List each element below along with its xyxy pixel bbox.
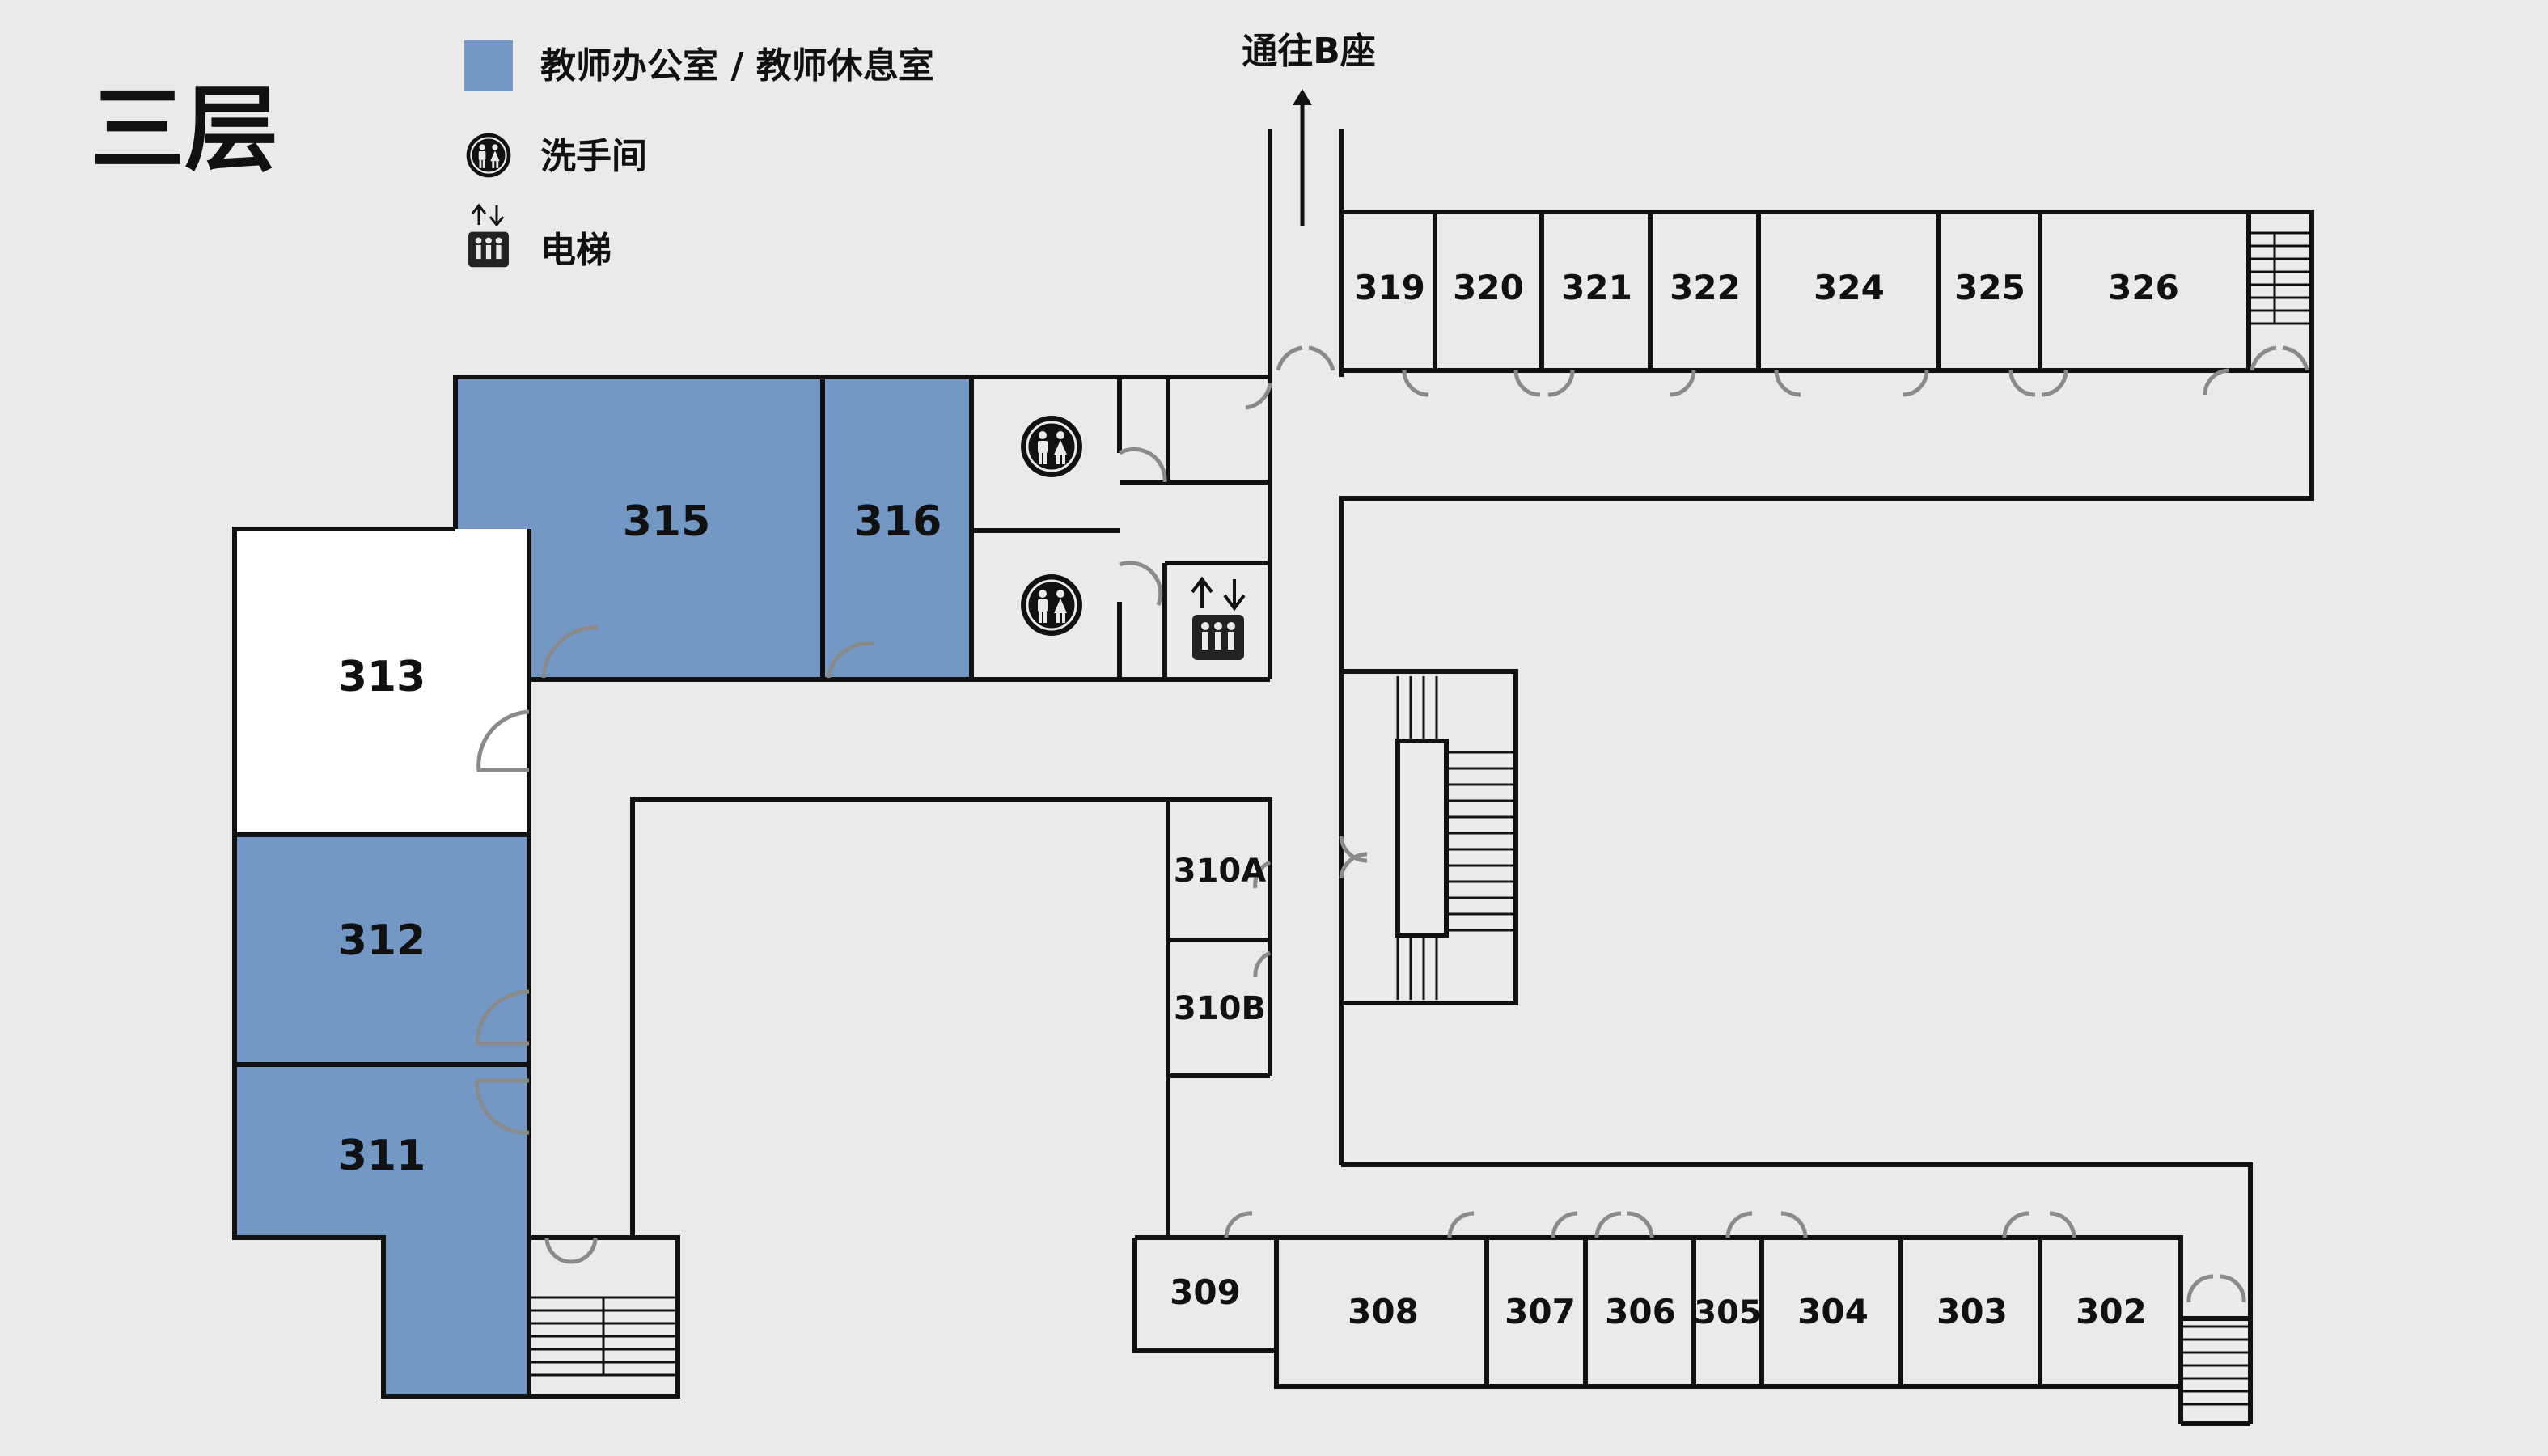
room-306[interactable]: 306 bbox=[1605, 1292, 1676, 1331]
arrow-up-icon bbox=[1293, 89, 1312, 226]
room-321[interactable]: 321 bbox=[1561, 268, 1632, 307]
room-307[interactable]: 307 bbox=[1505, 1292, 1576, 1331]
restroom-icon bbox=[465, 132, 512, 179]
room-316[interactable]: 316 bbox=[854, 497, 942, 546]
walls bbox=[232, 129, 2314, 1426]
room-324[interactable]: 324 bbox=[1814, 268, 1885, 307]
room-310b[interactable]: 310B bbox=[1174, 990, 1266, 1027]
legend-office-label: 教师办公室 / 教师休息室 bbox=[540, 45, 934, 87]
room-304[interactable]: 304 bbox=[1797, 1292, 1869, 1331]
room-305[interactable]: 305 bbox=[1694, 1294, 1762, 1331]
room-labels: 319 320 321 322 324 325 326 315 316 313 … bbox=[338, 268, 2179, 1331]
office-swatch bbox=[464, 40, 513, 91]
stair-central bbox=[1395, 676, 1514, 1000]
office-fills bbox=[235, 377, 971, 1396]
stair-sw bbox=[529, 1296, 678, 1377]
room-303[interactable]: 303 bbox=[1936, 1292, 2008, 1331]
elevator-icon bbox=[1191, 576, 1246, 660]
room-315[interactable]: 315 bbox=[623, 497, 711, 546]
legend-restroom-label: 洗手间 bbox=[540, 136, 647, 177]
exit-b-label: 通往B座 bbox=[1242, 31, 1376, 72]
room-308[interactable]: 308 bbox=[1348, 1292, 1419, 1331]
room-322[interactable]: 322 bbox=[1670, 268, 1741, 307]
room-302[interactable]: 302 bbox=[2076, 1292, 2147, 1331]
room-311[interactable]: 311 bbox=[338, 1132, 426, 1180]
room-310a[interactable]: 310A bbox=[1174, 853, 1266, 890]
stair-se bbox=[2181, 1325, 2250, 1406]
room-313[interactable]: 313 bbox=[338, 653, 426, 701]
room-320[interactable]: 320 bbox=[1453, 268, 1524, 307]
stairs bbox=[529, 231, 2312, 1406]
restroom-icon bbox=[1019, 414, 1084, 479]
room-326[interactable]: 326 bbox=[2108, 268, 2179, 307]
room-325[interactable]: 325 bbox=[1954, 268, 2025, 307]
elevator-icon bbox=[468, 203, 509, 268]
room-309[interactable]: 309 bbox=[1170, 1272, 1241, 1312]
doors bbox=[475, 345, 2309, 1303]
legend-elevator-label: 电梯 bbox=[540, 230, 612, 271]
exit-to-b[interactable]: 通往B座 bbox=[1242, 31, 1376, 226]
stair-ne bbox=[2249, 231, 2312, 325]
floor-title: 三层 bbox=[91, 75, 278, 184]
legend: 教师办公室 / 教师休息室 洗手间 电梯 bbox=[464, 40, 934, 271]
restroom-icon bbox=[1019, 573, 1084, 637]
room-319[interactable]: 319 bbox=[1354, 268, 1425, 307]
room-312[interactable]: 312 bbox=[338, 916, 426, 965]
